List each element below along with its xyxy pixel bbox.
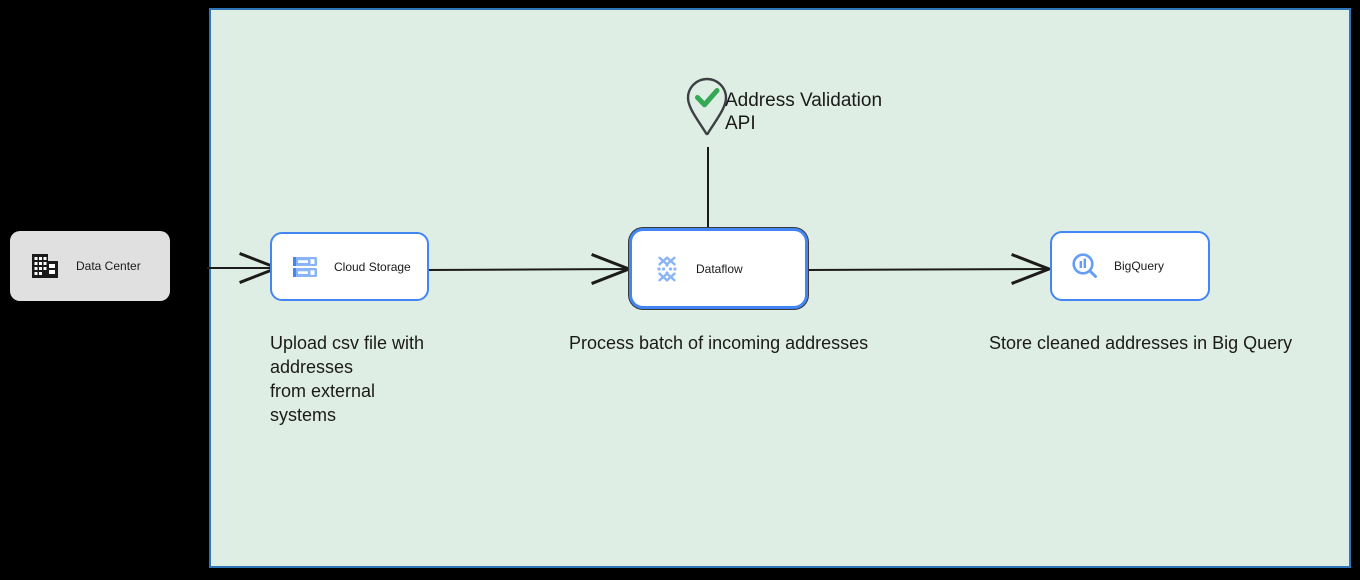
caption-dataflow: Process batch of incoming addresses — [569, 333, 869, 353]
node-cloud-storage[interactable]: Cloud Storage — [270, 232, 429, 301]
node-bigquery[interactable]: BigQuery — [1050, 231, 1210, 301]
building-icon — [30, 251, 60, 281]
map-pin-check-icon — [686, 77, 728, 136]
edge-dataflow-to-bigquery — [806, 253, 1054, 285]
node-dataflow[interactable]: Dataflow — [629, 228, 808, 309]
node-dataflow-label: Dataflow — [696, 261, 743, 276]
edge-api-to-dataflow — [707, 147, 709, 229]
cloud-storage-icon — [290, 252, 320, 282]
dataflow-icon — [652, 254, 682, 284]
node-cloud-storage-label: Cloud Storage — [334, 259, 411, 274]
address-validation-api-label: Address Validation API — [725, 90, 883, 134]
node-data-center-label: Data Center — [76, 259, 141, 273]
caption-bigquery: Store cleaned addresses in Big Query — [989, 333, 1293, 353]
caption-cloud-storage: Upload csv file with addresses from exte… — [270, 333, 425, 425]
node-bigquery-label: BigQuery — [1114, 259, 1165, 273]
bigquery-icon — [1070, 251, 1100, 281]
address-validation-api-node[interactable]: Address Validation API — [684, 76, 883, 136]
edge-cloud-storage-to-dataflow — [426, 253, 634, 285]
node-data-center[interactable]: Data Center — [10, 231, 170, 301]
